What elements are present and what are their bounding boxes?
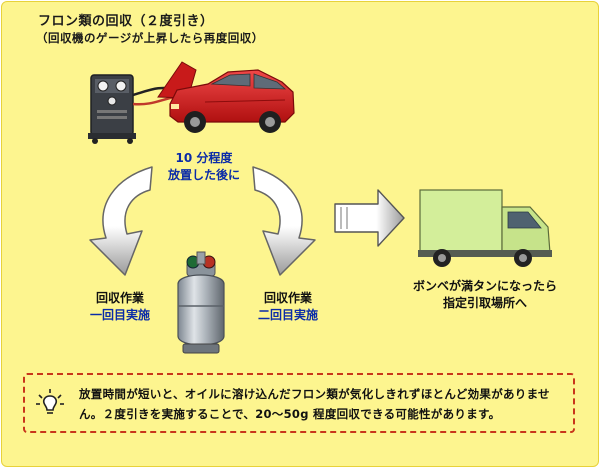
truck-icon xyxy=(418,189,552,267)
note-text: 放置時間が短いと、オイルに溶け込んだフロン類が気化しきれずほとんど効果がありませ… xyxy=(79,387,550,421)
second-recovery-label: 回収作業 二回目実施 xyxy=(243,290,333,324)
red-car-icon xyxy=(157,61,295,133)
wait-label: 10 分程度 放置した後に xyxy=(150,150,258,184)
first-recovery-line2: 一回目実施 xyxy=(89,308,150,322)
page-title: フロン類の回収（２度引き） xyxy=(38,14,214,29)
right-curved-arrow-icon xyxy=(252,166,316,276)
wait-label-line1: 10 分程度 xyxy=(175,151,233,165)
gas-cylinder-icon xyxy=(177,251,225,354)
first-recovery-line1: 回収作業 xyxy=(95,291,144,305)
note-box: 放置時間が短いと、オイルに溶け込んだフロン類が気化しきれずほとんど効果がありませ… xyxy=(23,373,575,433)
first-recovery-label: 回収作業 一回目実施 xyxy=(75,290,165,324)
truck-label-line2: 指定引取場所へ xyxy=(442,296,527,310)
second-recovery-line2: 二回目実施 xyxy=(257,308,318,322)
lightbulb-icon xyxy=(36,389,64,414)
recovery-machine-icon xyxy=(88,74,181,144)
right-arrow-icon xyxy=(334,189,405,247)
truck-label-line1: ボンベが満タンになったら xyxy=(412,279,557,293)
wait-label-line2: 放置した後に xyxy=(167,168,240,182)
left-curved-arrow-icon xyxy=(89,166,153,276)
page-subtitle: （回収機のゲージが上昇したら再度回収） xyxy=(36,31,264,45)
truck-label: ボンベが満タンになったら 指定引取場所へ xyxy=(400,278,570,312)
second-recovery-line1: 回収作業 xyxy=(263,291,312,305)
